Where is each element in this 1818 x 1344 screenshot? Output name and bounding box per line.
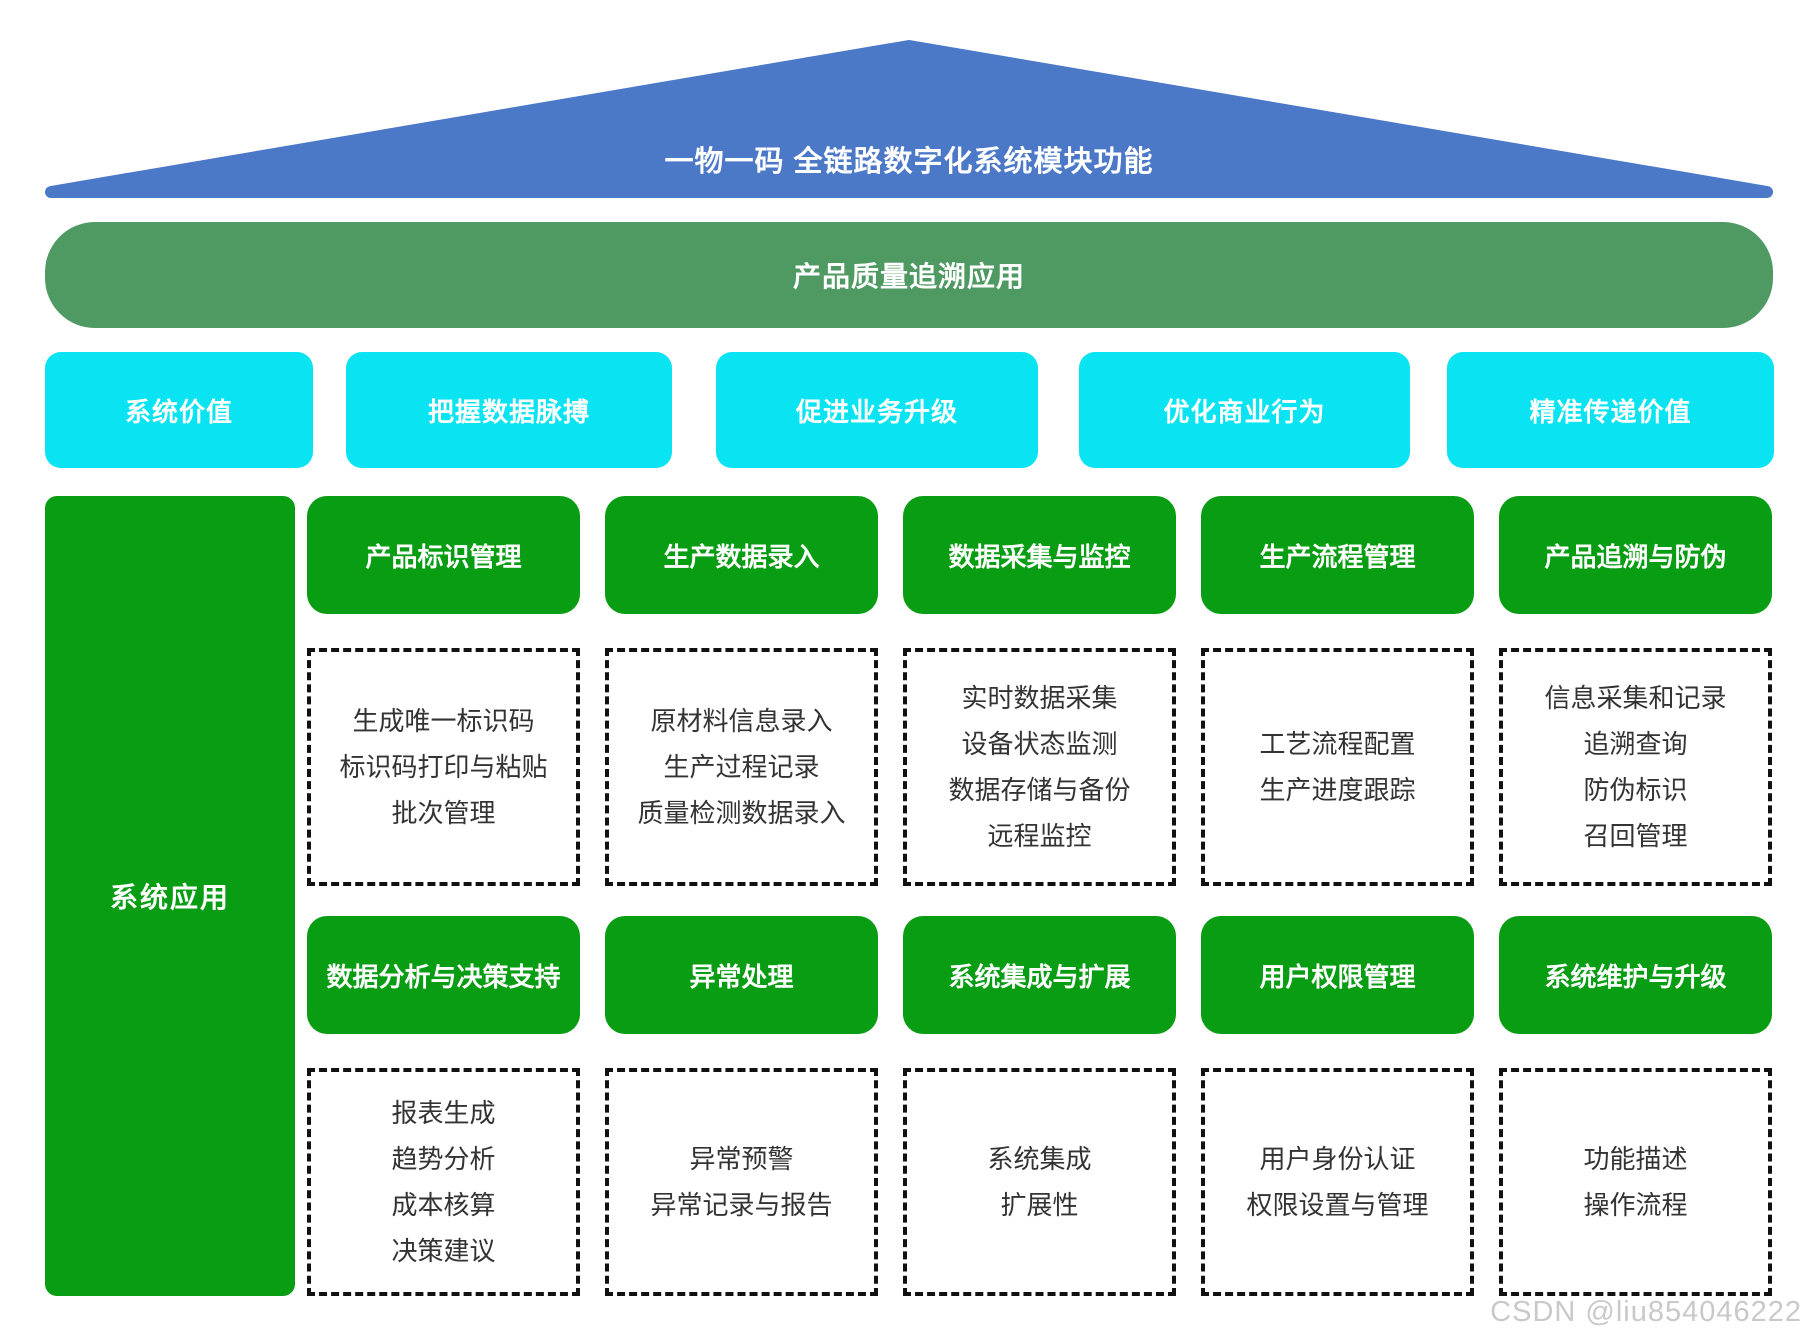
value-box-business-upgrade: 促进业务升级: [716, 352, 1038, 468]
module-header-label: 系统维护与升级: [1544, 961, 1727, 992]
value-box-data-pulse: 把握数据脉搏: [346, 352, 672, 468]
roof-triangle-icon: [45, 40, 1773, 198]
module-details-exception-handling: 异常预警 异常记录与报告: [605, 1068, 878, 1296]
module-details-text: 原材料信息录入 生产过程记录 质量检测数据录入: [637, 706, 846, 828]
value-box-value-delivery: 精准传递价值: [1447, 352, 1774, 468]
module-details-traceability-anticounterfeit: 信息采集和记录 追溯查询 防伪标识 召回管理: [1499, 648, 1772, 886]
module-details-text: 用户身份认证 权限设置与管理: [1246, 1144, 1429, 1220]
value-box-commercial-behavior: 优化商业行为: [1079, 352, 1410, 468]
module-header-exception-handling: 异常处理: [605, 916, 878, 1034]
module-details-text: 报表生成 趋势分析 成本核算 决策建议: [391, 1098, 496, 1266]
value-label: 促进业务升级: [795, 396, 958, 427]
module-details-text: 系统集成 扩展性: [987, 1144, 1092, 1220]
sidebar-label: 系统应用: [109, 882, 230, 913]
module-header-label: 产品标识管理: [365, 541, 522, 572]
module-details-product-identification: 生成唯一标识码 标识码打印与粘贴 批次管理: [307, 648, 580, 886]
module-details-text: 异常预警 异常记录与报告: [650, 1144, 833, 1220]
module-header-product-identification: 产品标识管理: [307, 496, 580, 614]
banner-product-quality-traceability: 产品质量追溯应用: [45, 222, 1773, 328]
module-details-system-maintenance-upgrade: 功能描述 操作流程: [1499, 1068, 1772, 1296]
module-details-text: 实时数据采集 设备状态监测 数据存储与备份 远程监控: [948, 683, 1131, 851]
module-details-text: 生成唯一标识码 标识码打印与粘贴 批次管理: [339, 706, 548, 828]
module-header-data-analysis-decision: 数据分析与决策支持: [307, 916, 580, 1034]
module-header-label: 生产流程管理: [1259, 541, 1416, 572]
module-header-system-integration-extension: 系统集成与扩展: [903, 916, 1176, 1034]
module-header-label: 用户权限管理: [1259, 961, 1416, 992]
module-header-traceability-anticounterfeit: 产品追溯与防伪: [1499, 496, 1772, 614]
module-details-text: 工艺流程配置 生产进度跟踪: [1259, 729, 1416, 805]
module-details-text: 功能描述 操作流程: [1583, 1144, 1688, 1220]
module-header-system-maintenance-upgrade: 系统维护与升级: [1499, 916, 1772, 1034]
value-label: 精准传递价值: [1529, 396, 1692, 427]
module-details-production-process-management: 工艺流程配置 生产进度跟踪: [1201, 648, 1474, 886]
module-details-text: 信息采集和记录 追溯查询 防伪标识 召回管理: [1544, 683, 1727, 851]
csdn-watermark: CSDN @liu854046222: [1490, 1296, 1802, 1328]
roof-shape: [45, 40, 1773, 198]
module-details-data-analysis-decision: 报表生成 趋势分析 成本核算 决策建议: [307, 1068, 580, 1296]
module-details-user-permission-management: 用户身份认证 权限设置与管理: [1201, 1068, 1474, 1296]
module-header-production-data-entry: 生产数据录入: [605, 496, 878, 614]
module-details-production-data-entry: 原材料信息录入 生产过程记录 质量检测数据录入: [605, 648, 878, 886]
module-header-data-collection-monitoring: 数据采集与监控: [903, 496, 1176, 614]
module-details-system-integration-extension: 系统集成 扩展性: [903, 1068, 1176, 1296]
module-header-label: 数据分析与决策支持: [326, 961, 561, 992]
value-label: 把握数据脉搏: [427, 396, 590, 427]
module-header-label: 系统集成与扩展: [948, 961, 1131, 992]
banner-label: 产品质量追溯应用: [792, 261, 1025, 292]
roof-polygon: [45, 40, 1773, 198]
module-details-data-collection-monitoring: 实时数据采集 设备状态监测 数据存储与备份 远程监控: [903, 648, 1176, 886]
value-label: 优化商业行为: [1163, 396, 1326, 427]
module-header-label: 异常处理: [689, 961, 794, 992]
sidebar-system-application: 系统应用: [45, 496, 295, 1296]
value-label: 系统价值: [124, 396, 233, 427]
value-box-system-value: 系统价值: [45, 352, 313, 468]
diagram-title: 一物一码 全链路数字化系统模块功能: [664, 146, 1154, 178]
module-header-label: 生产数据录入: [663, 541, 820, 572]
module-header-label: 产品追溯与防伪: [1544, 541, 1727, 572]
module-header-user-permission-management: 用户权限管理: [1201, 916, 1474, 1034]
module-header-label: 数据采集与监控: [948, 541, 1131, 572]
module-header-production-process-management: 生产流程管理: [1201, 496, 1474, 614]
